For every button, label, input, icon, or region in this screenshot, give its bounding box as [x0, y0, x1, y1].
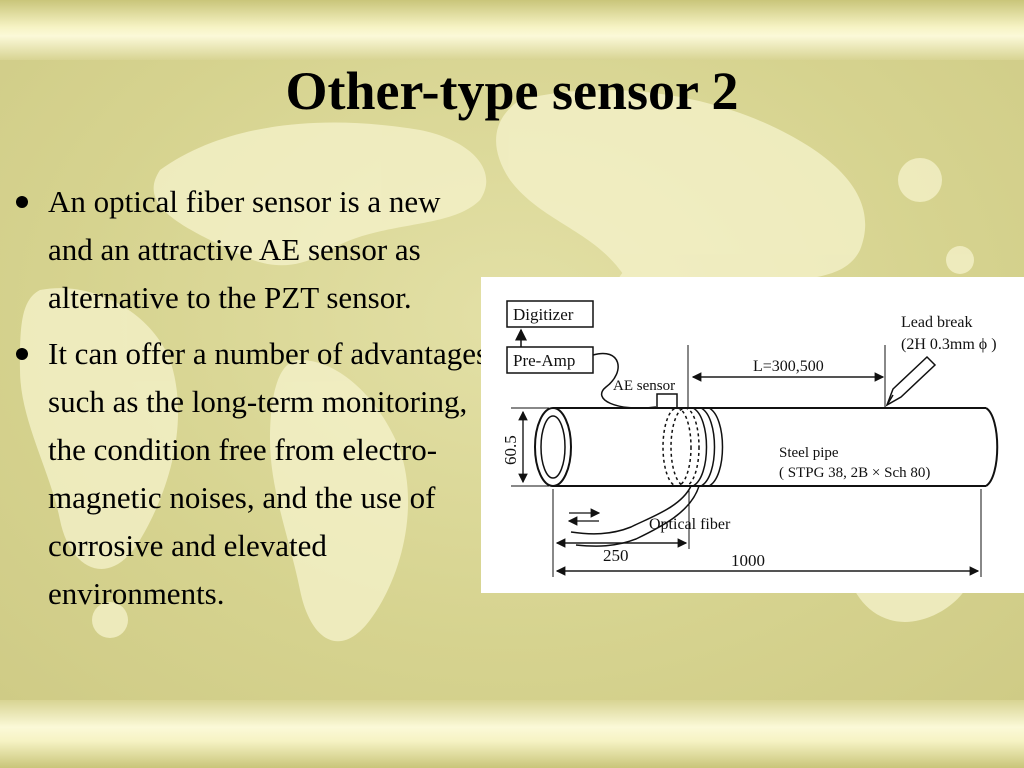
- lead-break-spec: (2H 0.3mm ϕ ): [901, 336, 997, 353]
- bullet-dot-icon: [16, 348, 28, 360]
- bullet-item: It can offer a number of advantages such…: [10, 330, 490, 618]
- digitizer-box: [506, 300, 594, 328]
- pencil-icon: [885, 355, 937, 407]
- ae-sensor-label: AE sensor: [613, 378, 675, 394]
- bottom-band: [0, 700, 1024, 768]
- dim-250-label: 250: [603, 546, 629, 565]
- digitizer-label: Digitizer: [513, 305, 574, 324]
- pipe-label: Steel pipe: [779, 445, 839, 461]
- sensor-setup-figure: Digitizer Pre-Amp AE sensor L=300,500 Le…: [481, 277, 1024, 593]
- diameter-label: 60.5: [501, 435, 520, 465]
- optical-fiber-line: [575, 485, 700, 547]
- bullet-item: An optical fiber sensor is a new and an …: [10, 178, 490, 322]
- preamp-label: Pre-Amp: [513, 351, 575, 370]
- dim-1000-label: 1000: [731, 551, 765, 570]
- top-band: [0, 0, 1024, 60]
- preamp-box: [506, 346, 594, 374]
- lead-break-label: Lead break: [901, 314, 973, 331]
- optical-fiber-label: Optical fiber: [649, 516, 731, 533]
- bullet-list: An optical fiber sensor is a new and an …: [10, 178, 490, 626]
- pipe-spec: ( STPG 38, 2B × Sch 80): [779, 465, 930, 481]
- ae-sensor-block: [656, 393, 678, 409]
- bullet-dot-icon: [16, 196, 28, 208]
- bullet-text: An optical fiber sensor is a new and an …: [48, 184, 441, 315]
- bullet-text: It can offer a number of advantages such…: [48, 336, 489, 611]
- optical-fiber-line: [570, 485, 692, 535]
- slide-title: Other-type sensor 2: [285, 61, 739, 121]
- steel-pipe: [534, 407, 999, 487]
- length-label: L=300,500: [753, 358, 824, 375]
